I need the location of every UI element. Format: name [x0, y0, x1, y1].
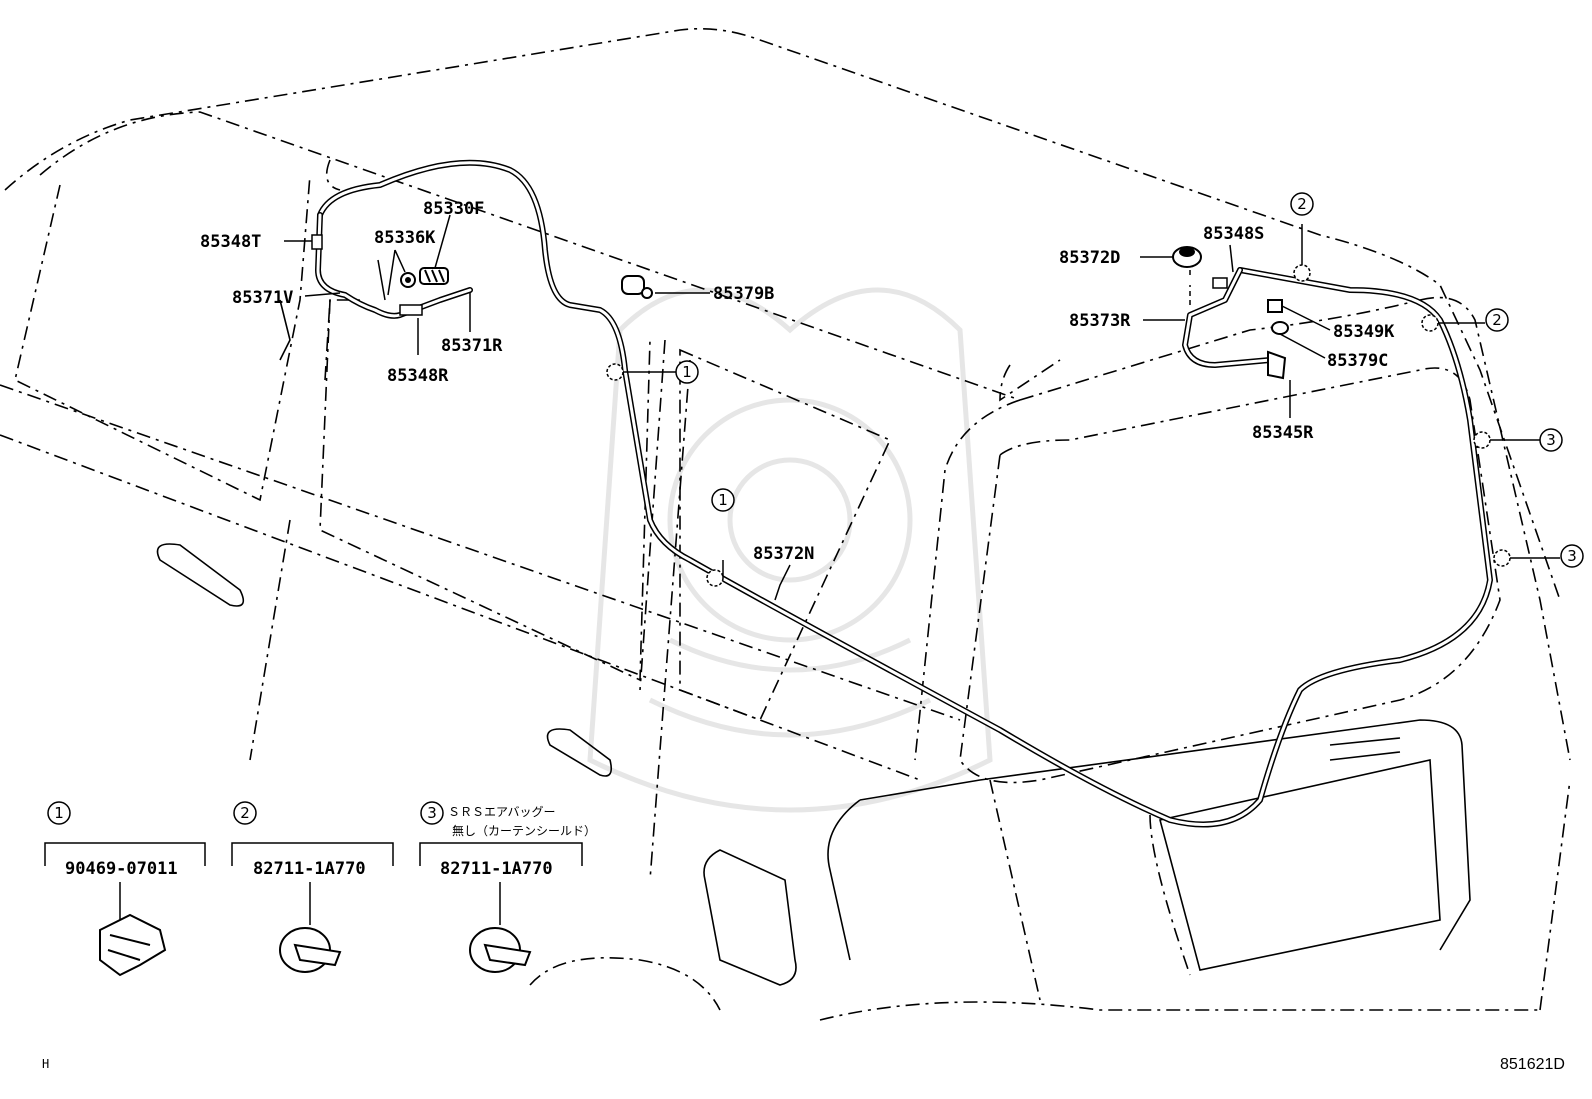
legend-1-part: 90469-07011	[65, 859, 178, 879]
svg-text:2: 2	[1297, 195, 1307, 213]
svg-text:1: 1	[718, 491, 728, 509]
diagram-callouts: 1 1 2 2 3 3	[675, 192, 1584, 568]
grommet-icon	[400, 272, 416, 288]
callout-1-lower: 1	[711, 488, 735, 512]
leader-lines	[284, 214, 1560, 601]
watermark-emblem	[587, 287, 993, 813]
clip-85379c-icon	[1271, 321, 1289, 335]
callout-1-upper: 1	[675, 360, 699, 384]
label-85348s: 85348S	[1203, 224, 1264, 244]
callout-3-upper: 3	[1539, 428, 1563, 452]
legend-2-part: 82711-1A770	[253, 859, 366, 879]
label-85336k: 85336K	[374, 228, 436, 248]
legend-3-note-line2: 無し（カーテンシールド）	[452, 823, 596, 838]
legend: 1 90469-07011 2 82711-1A770 3 ＳＲＳエ	[44, 801, 596, 977]
legend-3-number: 3	[427, 804, 437, 822]
vehicle-outline	[0, 27, 1571, 1021]
legend-item-2: 2 82711-1A770	[231, 801, 394, 973]
label-85330f: 85330F	[423, 199, 484, 219]
callout-2-upper: 2	[1290, 192, 1314, 216]
part-labels: 85330F 85348T 85336K 85371V 85371R 85348…	[200, 199, 1395, 564]
components	[400, 246, 1289, 380]
legend-3-note-line1: ＳＲＳエアバッグー	[448, 805, 556, 819]
svg-text:3: 3	[1546, 431, 1556, 449]
label-85372d: 85372D	[1059, 248, 1120, 268]
svg-text:1: 1	[682, 363, 692, 381]
label-85373r: 85373R	[1069, 311, 1131, 331]
label-85345r: 85345R	[1252, 423, 1314, 443]
label-85348t: 85348T	[200, 232, 261, 252]
label-85372n: 85372N	[753, 544, 814, 564]
legend-item-1: 1 90469-07011	[44, 801, 206, 977]
label-85349k: 85349K	[1333, 322, 1395, 342]
label-85348r: 85348R	[387, 366, 449, 386]
svg-text:2: 2	[1492, 311, 1502, 329]
svg-text:3: 3	[1567, 547, 1577, 565]
check-valve-icon	[419, 267, 449, 285]
diagram-id: 851621D	[1500, 1056, 1565, 1073]
clip-90469-icon	[99, 913, 167, 977]
clamp-82711-icon	[279, 927, 342, 973]
nozzle-85345r-icon	[1267, 350, 1287, 380]
label-85371r: 85371R	[441, 336, 503, 356]
callout-3-lower: 3	[1560, 544, 1584, 568]
washer-hose	[311, 159, 1493, 828]
clamp-82711-srs-icon	[469, 927, 532, 973]
valve-85349k-icon	[1267, 299, 1283, 313]
label-85379b: 85379B	[713, 284, 774, 304]
legend-2-number: 2	[240, 804, 250, 822]
clip-85379b-icon	[621, 275, 653, 299]
legend-1-number: 1	[54, 804, 64, 822]
label-85379c: 85379C	[1327, 351, 1388, 371]
footer-mark: H	[42, 1057, 49, 1071]
grommet-85372d-icon	[1172, 246, 1202, 268]
label-85371v: 85371V	[232, 288, 293, 308]
clamp-markers	[606, 264, 1511, 587]
legend-item-3: 3 ＳＲＳエアバッグー 無し（カーテンシールド） 82711-1A770	[419, 801, 596, 973]
callout-2-right: 2	[1485, 308, 1509, 332]
legend-3-part: 82711-1A770	[440, 859, 553, 879]
